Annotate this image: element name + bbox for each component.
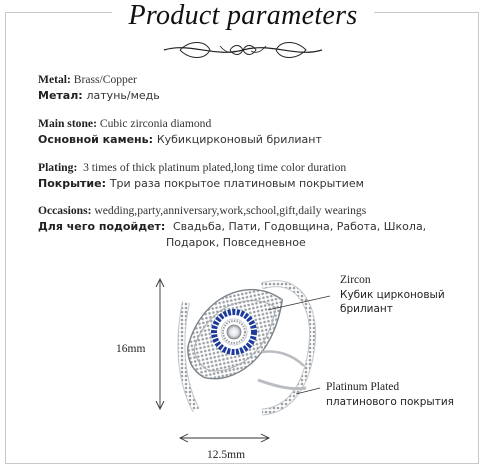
spec-value: латунь/медь — [86, 89, 160, 102]
spec-label: Plating — [38, 161, 74, 174]
spec-value: Подарок, Повседневное — [166, 236, 306, 249]
zircon-label-ru-2: брилиант — [340, 303, 393, 315]
plated-pointer — [295, 387, 321, 395]
spec-plating-en: Plating: 3 times of thick platinum plate… — [38, 161, 347, 174]
spec-label: Метал — [38, 89, 79, 102]
spec-label: Occasions — [38, 204, 88, 217]
ornament-flourish — [163, 42, 323, 58]
height-label: 16mm — [116, 343, 146, 355]
spec-metal-en: Metal: Brass/Copper — [38, 73, 137, 86]
zircon-pointer — [267, 295, 331, 311]
plated-label-en: Platinum Plated — [326, 381, 400, 393]
spec-metal-ru: Метал: латунь/медь — [38, 89, 160, 102]
spec-stone-ru: Основной камень: Кубикциркoновый брилиан… — [38, 133, 322, 146]
spec-value: Три раза покрытое платиновым покрытием — [109, 177, 364, 190]
zircon-label-ru-1: Кубик цирконовый — [340, 289, 445, 301]
width-label: 12.5mm — [207, 449, 246, 461]
spec-stone-en: Main stone: Cubic zirconia diamond — [38, 117, 212, 130]
spec-value: wedding,party,anniversary,work,school,gi… — [94, 204, 367, 217]
spec-label: Main stone — [38, 117, 94, 130]
spec-occasions-ru-cont: Подарок, Повседневное — [166, 235, 306, 251]
spec-value: Кубикциркoновый брилиант — [156, 133, 322, 146]
spec-value: Свадьба, Пати, Годовщина, Работа, Школа, — [172, 220, 427, 233]
spec-label: Основной камень — [38, 133, 149, 146]
spec-value: Brass/Copper — [73, 73, 137, 86]
spec-plating-ru: Покрытие: Три раза покрытое платиновым п… — [38, 177, 364, 190]
spec-value: 3 times of thick platinum plated,long ti… — [83, 161, 347, 174]
title-background — [112, 0, 374, 30]
spec-occasions-ru: Для чего подойдет: Свадьба, Пати, Годовщ… — [38, 220, 427, 233]
zircon-label-en: Zircon — [340, 274, 371, 286]
spec-label: Покрытие — [38, 177, 102, 190]
spec-label: Для чего подойдет — [38, 220, 161, 233]
spec-occasions-en: Occasions: wedding,party,anniversary,wor… — [38, 204, 367, 217]
ring-diagram: 16mm 12.5mm Zircon Кубик цирконовый брил… — [0, 270, 486, 469]
spec-label: Metal — [38, 73, 67, 86]
plated-label-ru: платинового покрытия — [326, 396, 454, 408]
ring-illustration — [155, 277, 331, 443]
page-title: Product parameters — [128, 0, 358, 31]
spec-value: Cubic zirconia diamond — [99, 117, 212, 130]
